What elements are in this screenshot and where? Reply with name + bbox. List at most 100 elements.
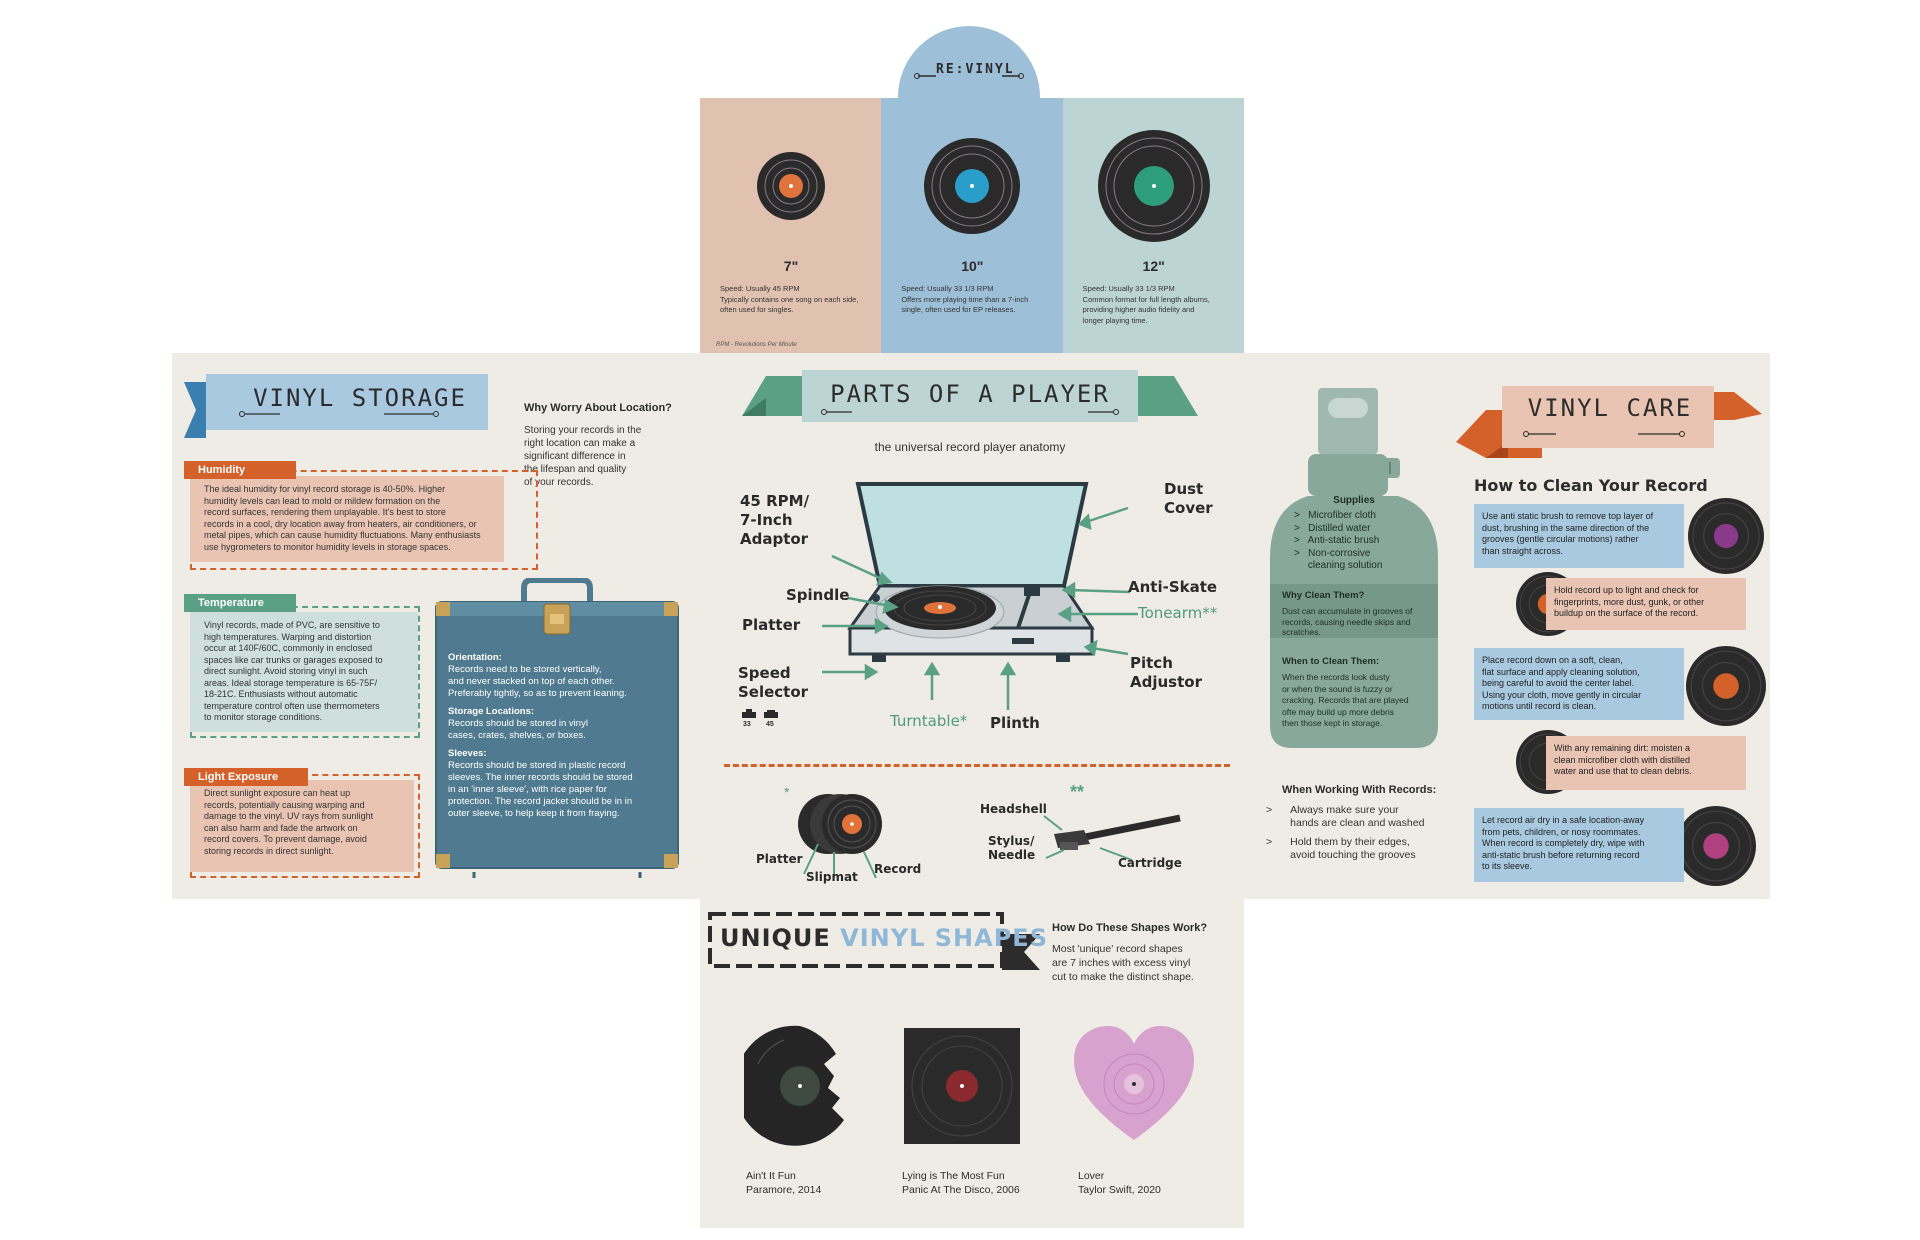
- detail-headshell-label: Headshell: [980, 802, 1047, 816]
- care-step: Let record air dry in a safe location-aw…: [1474, 808, 1684, 882]
- supply-item: > Microfiber cloth: [1294, 510, 1376, 521]
- size-title: 12": [1142, 258, 1165, 274]
- shape-artist: Paramore, 2014: [746, 1184, 822, 1196]
- shapes-title-b: VINYL SHAPES: [840, 924, 1048, 952]
- platter-stack-illustration: [790, 778, 920, 878]
- shape-artist: Panic At The Disco, 2006: [902, 1184, 1020, 1196]
- label-pitch-adjustor: Pitch Adjustor: [1130, 654, 1202, 691]
- size-title: 7": [783, 258, 799, 274]
- care-step: Use anti static brush to remove top laye…: [1474, 504, 1684, 568]
- size-column: 10" Speed: Usually 33 1/3 RPM Offers more…: [881, 98, 1063, 354]
- shapes-title-a: UNIQUE: [720, 924, 831, 952]
- detail-slipmat-label: Slipmat: [806, 870, 858, 884]
- label-dust-cover: Dust Cover: [1164, 480, 1213, 517]
- speed-icons: [740, 708, 784, 732]
- detail-record-label: Record: [874, 862, 922, 876]
- size-title: 10": [961, 258, 984, 274]
- label-spindle: Spindle: [786, 586, 850, 604]
- label-adaptor: 45 RPM/ 7-Inch Adaptor: [740, 492, 810, 548]
- logo-text: RE:VINYL: [936, 62, 1015, 77]
- humidity-tag: Humidity: [184, 461, 296, 479]
- shapes-how-title: How Do These Shapes Work?: [1052, 922, 1208, 934]
- care-record-icon: [1686, 646, 1766, 726]
- temperature-text: Vinyl records, made of PVC, are sensitiv…: [190, 612, 418, 732]
- detail-stylus-label: Stylus/ Needle: [988, 834, 1036, 862]
- size-column: 7" Speed: Usually 45 RPM Typically contai…: [700, 98, 882, 354]
- label-platter: Platter: [742, 616, 801, 634]
- storage-title: VINYL STORAGE: [253, 384, 467, 412]
- when-clean-title: When to Clean Them:: [1282, 656, 1380, 667]
- label-anti-skate: Anti-Skate: [1128, 578, 1218, 596]
- why-location-text: Storing your records in the right locati…: [524, 425, 642, 488]
- record-sizes-panel: 7" Speed: Usually 45 RPM Typically contai…: [700, 98, 1244, 354]
- shapes-banner: [708, 912, 1042, 974]
- care-banner: [1456, 380, 1762, 476]
- how-clean-title: How to Clean Your Record: [1474, 476, 1708, 495]
- orientation-text: Records need to be stored vertically, an…: [448, 664, 627, 699]
- speed-33-label: 33: [743, 721, 751, 728]
- record-icon: [924, 138, 1021, 234]
- humidity-text: The ideal humidity for vinyl record stor…: [190, 476, 504, 562]
- rpm-footnote: RPM - Revolutions Per Minute: [716, 342, 797, 348]
- orientation-title: Orientation:: [448, 652, 502, 663]
- shape-title: Ain't It Fun: [746, 1170, 796, 1182]
- parts-divider: [724, 764, 1230, 767]
- parts-subtitle: the universal record player anatomy: [874, 440, 1066, 454]
- label-tonearm: Tonearm**: [1138, 604, 1218, 622]
- label-speed-selector: Speed Selector: [738, 664, 809, 701]
- detail-cartridge-label: Cartridge: [1118, 856, 1182, 870]
- working-text: Hold them by their edges, avoid touching…: [1290, 836, 1416, 861]
- supply-item: > Distilled water: [1294, 522, 1371, 534]
- light-text: Direct sunlight exposure can heat up rec…: [190, 780, 414, 872]
- size-description: Speed: Usually 33 1/3 RPM Common format …: [1082, 284, 1210, 325]
- care-step: Place record down on a soft, clean, flat…: [1474, 648, 1684, 720]
- shape-heart-record: [1072, 1024, 1196, 1144]
- size-description: Speed: Usually 45 RPM Typically contains…: [720, 284, 859, 314]
- detail-platter-label: Platter: [756, 852, 803, 866]
- working-title: When Working With Records:: [1282, 784, 1437, 796]
- shape-artist: Taylor Swift, 2020: [1078, 1184, 1161, 1196]
- headshell-illustration: [1040, 800, 1190, 870]
- locations-text: Records should be stored in vinyl cases,…: [448, 718, 588, 741]
- care-title: VINYL CARE: [1527, 394, 1693, 422]
- why-location-title: Why Worry About Location?: [524, 402, 672, 414]
- locations-title: Storage Locations:: [448, 706, 535, 717]
- record-icon: [1097, 130, 1210, 242]
- why-clean-text: Dust can accumulate in grooves of record…: [1282, 606, 1413, 637]
- spray-bottle-illustration: [1268, 388, 1440, 750]
- supplies-list: > Microfiber cloth> Distilled water> Ant…: [1294, 510, 1382, 573]
- label-turntable: Turntable*: [890, 712, 968, 730]
- record-case-illustration: [434, 578, 680, 880]
- sleeves-text: Records should be stored in plastic reco…: [448, 760, 633, 819]
- detail-star-1: *: [784, 784, 790, 800]
- label-plinth: Plinth: [990, 714, 1040, 732]
- parts-banner: [742, 368, 1198, 432]
- care-step: Hold record up to light and check for fi…: [1546, 578, 1746, 630]
- size-column: 12" Speed: Usually 33 1/3 RPM Common form…: [1062, 98, 1244, 354]
- size-description: Speed: Usually 33 1/3 RPM Offers more pl…: [901, 284, 1029, 314]
- supplies-title: Supplies: [1333, 495, 1375, 506]
- care-record-icon: [1676, 806, 1756, 886]
- working-text: Always make sure your hands are clean an…: [1290, 804, 1425, 829]
- shape-square-record: [902, 1026, 1022, 1146]
- working-item: >Always make sure your hands are clean a…: [1266, 804, 1466, 830]
- parts-title: PARTS OF A PLAYER: [830, 380, 1110, 408]
- working-list: >Always make sure your hands are clean a…: [1266, 804, 1466, 868]
- parts-arrows: [740, 470, 1180, 730]
- shape-broken-record: [744, 1024, 858, 1148]
- why-clean-title: Why Clean Them?: [1282, 590, 1365, 601]
- storage-banner: [184, 372, 496, 440]
- temperature-tag: Temperature: [184, 594, 296, 612]
- detail-star-2: **: [1070, 782, 1085, 802]
- supply-item: > Anti-static brush: [1294, 535, 1380, 546]
- care-record-icon: [1688, 498, 1764, 574]
- case-text: Orientation: Records need to be stored v…: [448, 652, 668, 820]
- light-exposure-tag: Light Exposure: [184, 768, 308, 786]
- shape-title: Lying is The Most Fun: [902, 1170, 1005, 1182]
- shapes-title: UNIQUE VINYL SHAPES: [720, 924, 1048, 952]
- care-step: With any remaining dirt: moisten a clean…: [1546, 736, 1746, 790]
- shape-title: Lover: [1078, 1170, 1105, 1182]
- shapes-how-text: Most 'unique' record shapes are 7 inches…: [1052, 943, 1194, 983]
- when-clean-text: When the records look dusty or when the …: [1282, 672, 1409, 728]
